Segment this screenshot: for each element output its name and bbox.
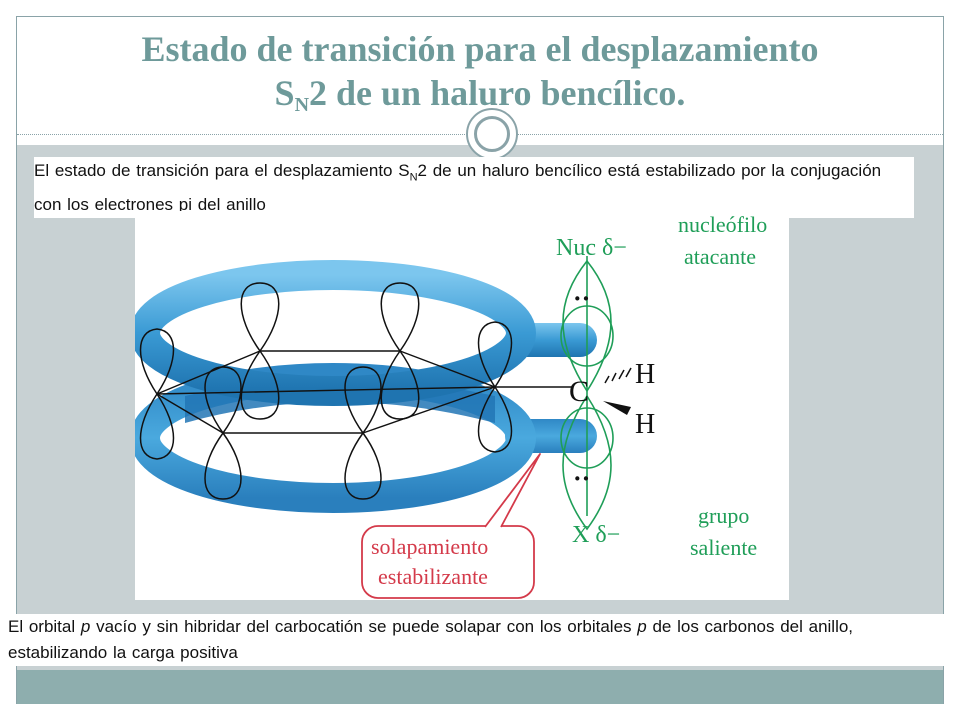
- overlap-callout: [361, 453, 541, 599]
- solapamiento-label: solapamiento: [371, 534, 488, 559]
- hydrogen-bottom-label: H: [635, 409, 655, 440]
- leaving-lone-pair: ··: [573, 464, 590, 493]
- carbon-atom-label: C: [569, 375, 589, 408]
- reacting-orbitals: [560, 256, 614, 531]
- estabilizante-label: estabilizante: [378, 564, 488, 589]
- footer-band: [17, 670, 943, 704]
- circle-ornament-icon: [466, 108, 518, 160]
- leaving-group-orbital: [562, 394, 612, 531]
- ring-p-orbitals: [139, 282, 513, 500]
- nucleophile-lone-pair: ··: [573, 284, 590, 313]
- leaving-group-label: X δ−: [572, 522, 620, 548]
- title-line-1: Estado de transición para el desplazamie…: [141, 29, 819, 69]
- nucleofilo-label: nucleófilo: [678, 212, 767, 237]
- ring-framework: [156, 350, 572, 434]
- explanation-text: El orbital p vacío y sin hibridar del ca…: [8, 614, 944, 666]
- carbon-p-lobe-bottom: [560, 407, 614, 469]
- h-bonds: [603, 367, 632, 415]
- orbital-diagram: Nuc δ− ·· C H H ·· X δ− nucleófilo ataca…: [130, 212, 767, 599]
- nucleophile-label: Nuc δ−: [556, 235, 627, 261]
- orbital-figure: Nuc δ− ·· C H H ·· X δ− nucleófilo ataca…: [130, 211, 789, 600]
- hydrogen-top-label: H: [635, 359, 655, 390]
- slide-title: Estado de transición para el desplazamie…: [17, 27, 943, 127]
- atacante-label: atacante: [684, 244, 756, 269]
- carbon-p-lobe-top: [560, 305, 614, 367]
- intro-text: El estado de transición para el desplaza…: [34, 157, 914, 219]
- grupo-label: grupo: [698, 503, 749, 528]
- nucleophile-orbital: [562, 259, 612, 393]
- saliente-label: saliente: [690, 535, 757, 560]
- title-line-2: SN2 de un haluro bencílico.: [274, 73, 686, 116]
